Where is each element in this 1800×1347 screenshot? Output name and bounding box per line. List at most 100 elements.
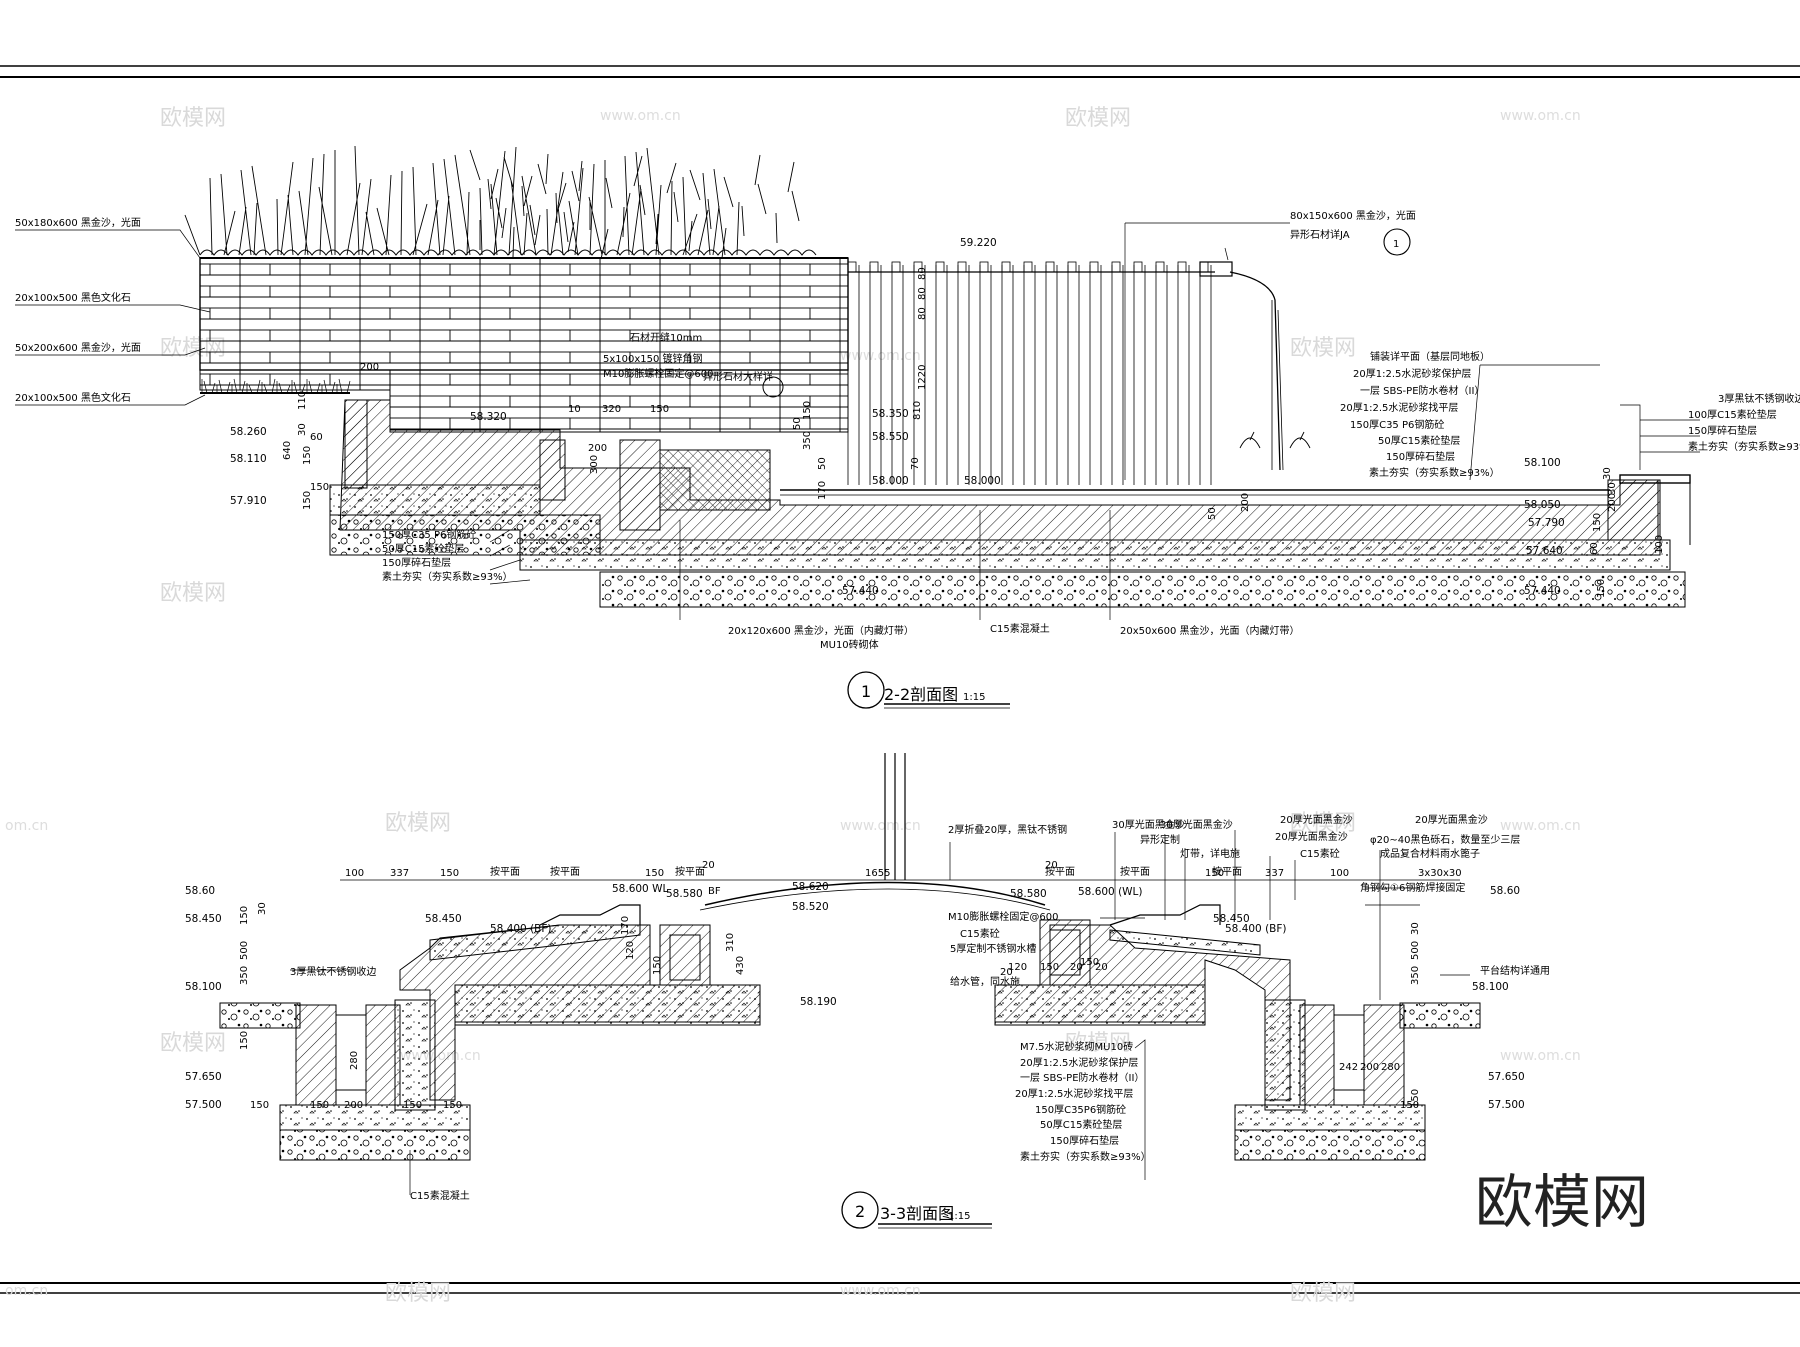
layer-label: M7.5水泥砂浆砌MU10砖: [1020, 1040, 1133, 1053]
dimension: 150: [1205, 868, 1224, 879]
dimension: 170: [620, 916, 631, 935]
dimension: 20: [1095, 962, 1108, 973]
note-label: 20厚光面黑金沙: [1280, 813, 1353, 826]
elevation-mark: 58.350: [872, 408, 909, 420]
dimension: 200: [588, 443, 607, 454]
note-label: M10膨胀螺栓固定@600: [603, 367, 713, 380]
water-surface-arch: [704, 881, 1046, 906]
elevation-mark: 58.600 (WL): [1078, 886, 1143, 898]
dimension: 242: [1339, 1062, 1358, 1073]
dimension: 150: [310, 482, 329, 493]
note-label: 按平面: [1212, 865, 1242, 878]
dimension: 150: [1410, 1089, 1421, 1108]
note-label: 平台结构详通用: [1480, 964, 1550, 977]
dimension: 310: [725, 933, 736, 952]
dimension: 150: [302, 446, 313, 465]
note-label: 异形石材大样详: [703, 370, 773, 383]
gravel-layer: [599, 571, 1686, 608]
elevation-mark: 58.580: [666, 888, 703, 900]
watermark-url: www.om.cn: [1500, 818, 1581, 834]
note-label: 按平面: [1120, 865, 1150, 878]
note-label: 按平面: [490, 865, 520, 878]
elevation-mark: 58.600 WL: [612, 883, 668, 895]
elevation-mark: 58.400 (BF): [1225, 923, 1287, 935]
layer-label: 20厚1:2.5水泥砂浆找平层: [1340, 401, 1458, 414]
elevation-mark: 58.450: [185, 913, 222, 925]
dimension: 80: [917, 287, 928, 300]
section-scale: 1:15: [963, 692, 985, 703]
dimension: 70: [910, 457, 921, 470]
dimension: 30: [1410, 922, 1421, 935]
watermark-text: 欧模网: [1065, 106, 1131, 131]
dimension: 200: [1360, 1062, 1379, 1073]
watermark-url: om.cn: [5, 818, 48, 834]
note-label: 石材开缝10mm: [630, 331, 702, 344]
elevation-mark: 58.000: [872, 475, 909, 487]
dimension: 150: [652, 956, 663, 975]
dimension: 150: [650, 404, 669, 415]
elevation-mark: 57.650: [185, 1071, 222, 1083]
layer-label: 150厚碎石垫层: [1386, 450, 1455, 463]
elevation-mark: 58.000: [964, 475, 1001, 487]
note-label: 2厚折叠20厚，黑钛不锈钢: [948, 823, 1067, 836]
dimension: 320: [602, 404, 621, 415]
dimension: 200: [1607, 493, 1618, 512]
dimension: 150: [1400, 1100, 1419, 1111]
watermark-text: 欧模网: [160, 581, 226, 606]
section-scale: 1:15: [948, 1211, 970, 1222]
elevation-mark: 57.790: [1528, 517, 1565, 529]
dimension: 150: [645, 868, 664, 879]
watermark-url: om.cn: [5, 1283, 48, 1299]
note-label: 3厚黑钛不锈钢收边: [290, 965, 376, 978]
layer-label: 素土夯实（夯实系数≥93%）: [1688, 440, 1800, 453]
section-2-2: [15, 145, 1700, 709]
elevation-mark: 58.60: [185, 885, 215, 897]
elevation-mark: 58.550: [872, 431, 909, 443]
layer-label: 素土夯实（夯实系数≥93%）: [1020, 1150, 1151, 1163]
elevation-mark: 58.100: [1472, 981, 1509, 993]
note-label: φ20~40黑色砾石，数量至少三层: [1370, 833, 1520, 846]
dimension: 300: [589, 455, 600, 474]
leader-lines: [15, 222, 1700, 620]
note-label: 按平面: [675, 865, 705, 878]
dimension: 170: [817, 481, 828, 500]
layer-label: 素土夯实（夯实系数≥93%）: [1369, 466, 1500, 479]
layer-label: 20厚1:2.5水泥砂浆找平层: [1015, 1087, 1133, 1100]
grass-strip: [201, 378, 351, 394]
dimension: 100: [345, 868, 364, 879]
dimension: 150: [1592, 513, 1603, 532]
dimension: 100: [1330, 868, 1349, 879]
layer-label: 150厚碎石垫层: [382, 556, 451, 569]
detail-ref-number: 1: [1393, 239, 1399, 250]
layer-label: 50厚C15素砼垫层: [382, 542, 464, 555]
watermark-url: www.om.cn: [840, 348, 921, 364]
section-title: 3-3剖面图: [880, 1204, 954, 1223]
stone-wall: [199, 257, 849, 371]
dimension: 30: [257, 902, 268, 915]
dimension: 30: [297, 423, 308, 436]
dimension: 350: [802, 431, 813, 450]
layer-label: 50厚C15素砼垫层: [1378, 434, 1460, 447]
dimension: 150: [443, 1100, 462, 1111]
elevation-mark: 58.620: [792, 881, 829, 893]
material-label: 异形石材详JA: [1290, 228, 1350, 241]
elevation-mark: 58.110: [230, 453, 267, 465]
dimension: 150: [403, 1100, 422, 1111]
watermark-url: www.om.cn: [600, 108, 681, 124]
dimension: 200: [344, 1100, 363, 1111]
dimension: 500: [1410, 941, 1421, 960]
wall-lower-right: [389, 369, 849, 433]
watermark-url: www.om.cn: [840, 1283, 921, 1299]
dimension: 50: [1207, 507, 1218, 520]
layer-label: 一层 SBS-PE防水卷材（II）: [1020, 1071, 1144, 1084]
watermark-text: 欧模网: [385, 1281, 451, 1306]
dimension: 150: [310, 1100, 329, 1111]
elevation-mark: 58.580: [1010, 888, 1047, 900]
note-label: 5厚定制不锈钢水槽: [950, 942, 1036, 955]
note-label: 20厚光面黑金沙: [1415, 813, 1488, 826]
dimension: 150: [1040, 962, 1059, 973]
layer-label: 100厚C15素砼垫层: [1688, 408, 1777, 421]
dimension: 10: [568, 404, 581, 415]
watermark-url: www.om.cn: [1500, 1048, 1581, 1064]
